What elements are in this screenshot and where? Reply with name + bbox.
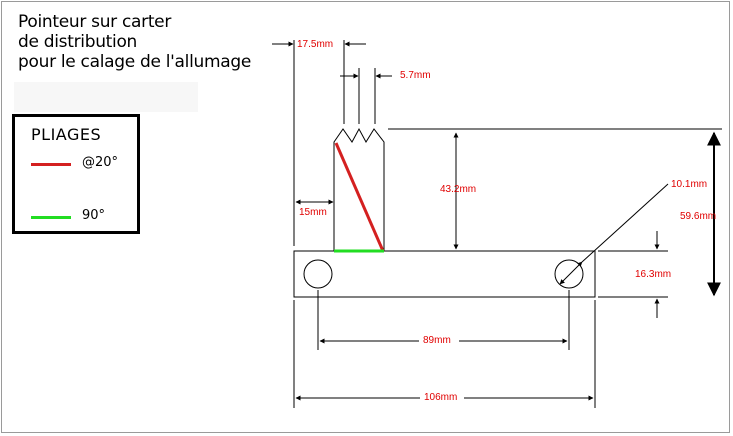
dim-label-89: 89mm bbox=[423, 335, 451, 346]
dim-label-43-2: 43.2mm bbox=[440, 184, 476, 195]
title-shadow-band bbox=[14, 82, 198, 112]
dim-label-17-5: 17.5mm bbox=[297, 39, 333, 50]
leader-line-10-1 bbox=[581, 183, 669, 263]
drawing-title: Pointeur sur carter de distribution pour… bbox=[18, 12, 251, 72]
pointer-outline bbox=[333, 127, 385, 251]
dim-arrow-10-1-diameter bbox=[559, 261, 583, 285]
title-line-3: pour le calage de l'allumage bbox=[18, 52, 252, 72]
mounting-hole-left bbox=[303, 259, 333, 289]
dim-label-89-bg bbox=[419, 333, 459, 347]
mounting-hole-right bbox=[554, 259, 584, 289]
legend-title: PLIAGES bbox=[31, 125, 102, 144]
legend-line-20deg bbox=[31, 163, 71, 166]
title-line-2: de distribution bbox=[18, 32, 138, 52]
dim-label-10-1: 10.1mm bbox=[671, 179, 707, 190]
bend-line-20deg bbox=[334, 142, 385, 252]
base-plate bbox=[293, 250, 596, 298]
dim-label-15: 15mm bbox=[299, 207, 327, 218]
dim-label-106-bg bbox=[420, 390, 464, 404]
legend-label-20deg: @20° bbox=[82, 155, 119, 170]
dim-label-59-6: 59.6mm bbox=[680, 211, 716, 222]
dim-label-5-7: 5.7mm bbox=[400, 70, 431, 81]
legend-box: PLIAGES @20° 90° bbox=[12, 114, 140, 234]
title-line-1: Pointeur sur carter bbox=[18, 12, 172, 32]
legend-line-90deg bbox=[31, 216, 71, 219]
legend-label-90deg: 90° bbox=[82, 208, 106, 223]
dim-label-106: 106mm bbox=[424, 392, 457, 403]
dim-label-16-3: 16.3mm bbox=[635, 269, 671, 280]
